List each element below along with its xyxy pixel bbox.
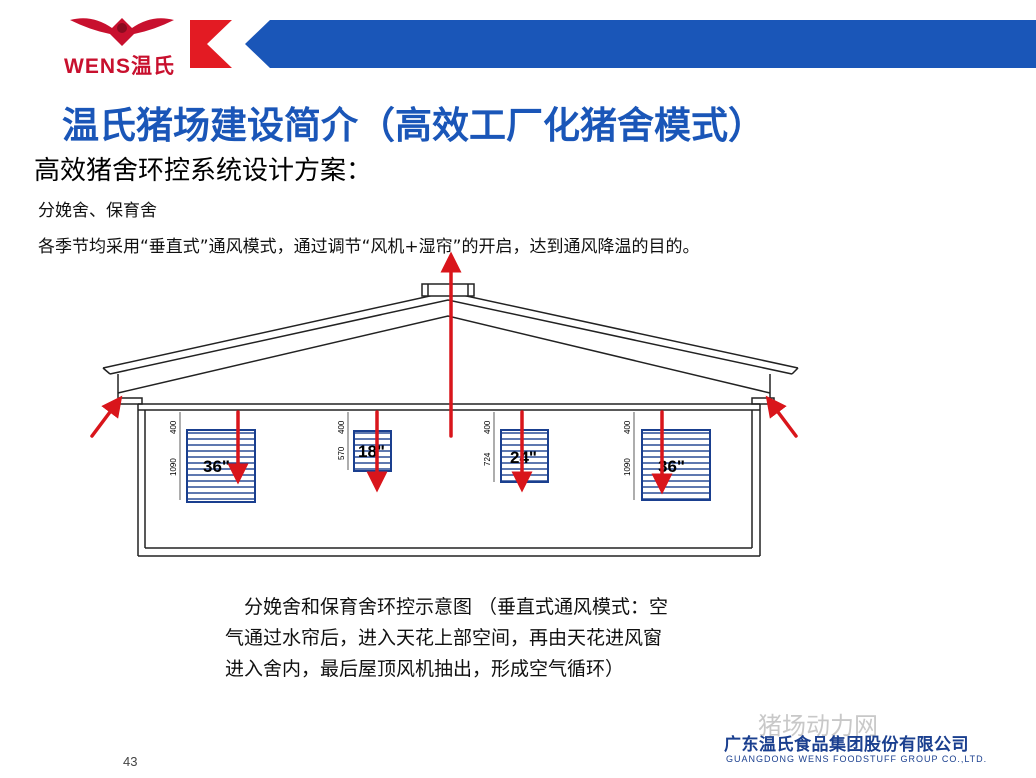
page-number: 43 [123,754,138,769]
header-band [190,20,1036,68]
ceiling-fan-2: 18" 400 570 [337,412,392,472]
ceiling-fan-1: 36" 400 1090 [169,412,256,503]
watermark: 猪场动力网 [758,712,878,740]
dim-side: 1090 [623,458,632,476]
dim-top: 400 [623,420,632,434]
eaves [117,374,775,405]
wens-logo [62,12,182,72]
ceiling-fan-4: 36" 400 1090 [623,412,711,501]
company-name-cn: 广东温氏食品集团股份有限公司 [724,735,969,755]
fan-size-label: 36" [203,457,230,476]
wens-emblem-icon [70,18,174,46]
dim-side: 1090 [169,458,178,476]
page-title: 温氏猪场建设简介（高效工厂化猪舍模式） [62,104,765,147]
dim-side: 570 [337,446,346,460]
airflow-arrows [90,251,798,495]
dim-top: 400 [483,420,492,434]
barn-body [137,403,761,557]
company-name-en: GUANGDONG WENS FOODSTUFF GROUP CO.,LTD. [726,754,988,764]
fan-size-label: 18" [358,442,385,461]
description-text: 各季节均采用“垂直式”通风模式，通过调节“风机+湿帘”的开启，达到通风降温的目的… [38,237,700,257]
inlet-arrow-right [765,395,798,438]
dim-top: 400 [169,420,178,434]
dim-top: 400 [337,420,346,434]
fan-size-label: 36" [658,457,685,476]
section-subtitle: 高效猪舍环控系统设计方案： [34,156,373,186]
ridge-vent [421,283,475,297]
scope-text: 分娩舍、保育舍 [38,201,157,221]
inlet-arrow-left [90,395,123,438]
logo-text: WENS温氏 [64,55,175,78]
ceiling-fan-3: 24" 400 724 [483,412,549,483]
barn-ventilation-diagram: 36" 400 1090 18" 400 570 24" 400 724 36"… [90,251,799,557]
dim-side: 724 [483,452,492,466]
diagram-caption: 分娩舍和保育舍环控示意图 （垂直式通风模式：空气通过水帘后，进入天花上部空间，再… [225,596,669,680]
